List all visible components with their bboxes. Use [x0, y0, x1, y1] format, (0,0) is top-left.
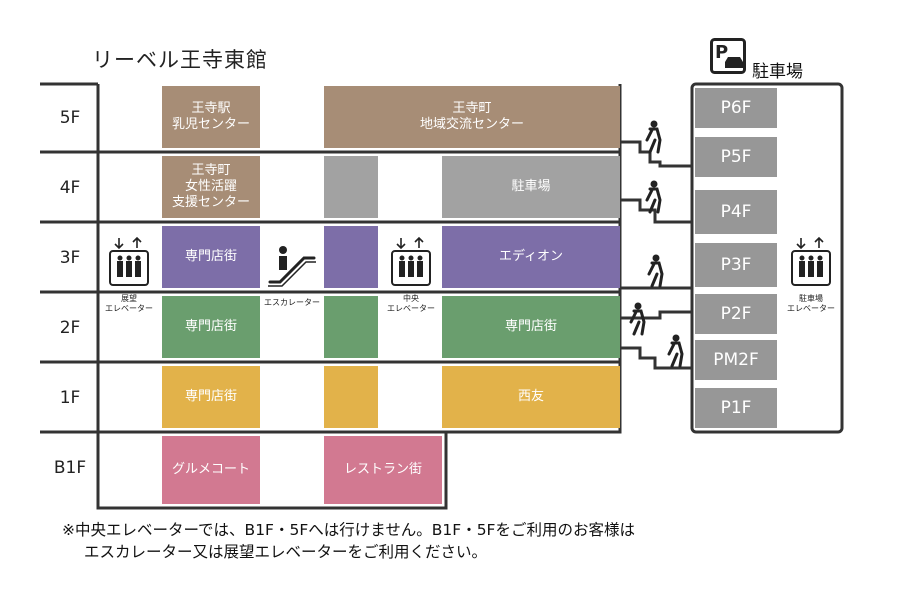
parking-level-p2f[interactable]: P2F: [695, 294, 777, 334]
area-b1f-left[interactable]: グルメコート: [162, 436, 260, 504]
area-5f-right[interactable]: 王寺町 地域交流センター: [324, 86, 620, 148]
parking-car-icon: P: [710, 38, 746, 74]
area-3f-right[interactable]: エディオン: [442, 226, 620, 288]
area-5f-left[interactable]: 王寺駅 乳児センター: [162, 86, 260, 148]
area-b1f-right[interactable]: レストラン街: [324, 436, 442, 504]
svg-text:P: P: [715, 42, 728, 63]
floor-label-2f: 2F: [59, 318, 81, 338]
stairs-walker-icon: [645, 180, 662, 214]
parking-level-pm2f[interactable]: PM2F: [695, 340, 777, 380]
parking-elevator-label: 駐車場 エレベーター: [787, 294, 835, 313]
central-elevator-label: 中央 エレベーター: [387, 294, 435, 313]
parking-level-p3f[interactable]: P3F: [695, 243, 777, 287]
elevator-icon: [391, 236, 431, 286]
area-4f-left[interactable]: 王寺町 女性活躍 支援センター: [162, 156, 260, 218]
area-3f-left[interactable]: 専門店街: [162, 226, 260, 288]
area-1f-right[interactable]: 西友: [442, 366, 620, 428]
floor-label-3f: 3F: [59, 248, 81, 268]
parking-level-p6f[interactable]: P6F: [695, 88, 777, 128]
escalator-label: エスカレーター: [264, 298, 320, 307]
parking-title: 駐車場: [752, 62, 803, 82]
area-4f-strip: [324, 156, 378, 218]
stairs-walker-icon: [645, 120, 662, 154]
floor-label-1f: 1F: [59, 388, 81, 408]
elevator-icon: [109, 236, 149, 286]
stairs-walker-icon: [667, 334, 684, 368]
stairs-walker-icon: [629, 302, 646, 336]
area-4f-right[interactable]: 駐車場: [442, 156, 620, 218]
floor-label-5f: 5F: [59, 108, 81, 128]
note-line-2: エスカレーター又は展望エレベーターをご利用ください。: [84, 543, 488, 561]
area-1f-strip: [324, 366, 378, 428]
area-1f-left[interactable]: 専門店街: [162, 366, 260, 428]
parking-level-p4f[interactable]: P4F: [695, 190, 777, 234]
area-2f-left[interactable]: 専門店街: [162, 296, 260, 358]
parking-level-p1f[interactable]: P1F: [695, 388, 777, 428]
elevator-icon: [791, 236, 831, 286]
parking-level-p5f[interactable]: P5F: [695, 137, 777, 177]
escalator-icon: [268, 246, 316, 287]
floor-label-b1f: B1F: [53, 458, 87, 478]
building-title: リーベル王寺東館: [92, 48, 268, 72]
observation-elevator-label: 展望 エレベーター: [105, 294, 153, 313]
area-2f-strip: [324, 296, 378, 358]
area-3f-strip: [324, 226, 378, 288]
note-line-1: ※中央エレベーターでは、B1F・5Fへは行けません。B1F・5Fをご利用のお客様…: [62, 521, 635, 539]
floor-label-4f: 4F: [59, 178, 81, 198]
stairs-walker-icon: [647, 254, 664, 288]
area-2f-right[interactable]: 専門店街: [442, 296, 620, 358]
